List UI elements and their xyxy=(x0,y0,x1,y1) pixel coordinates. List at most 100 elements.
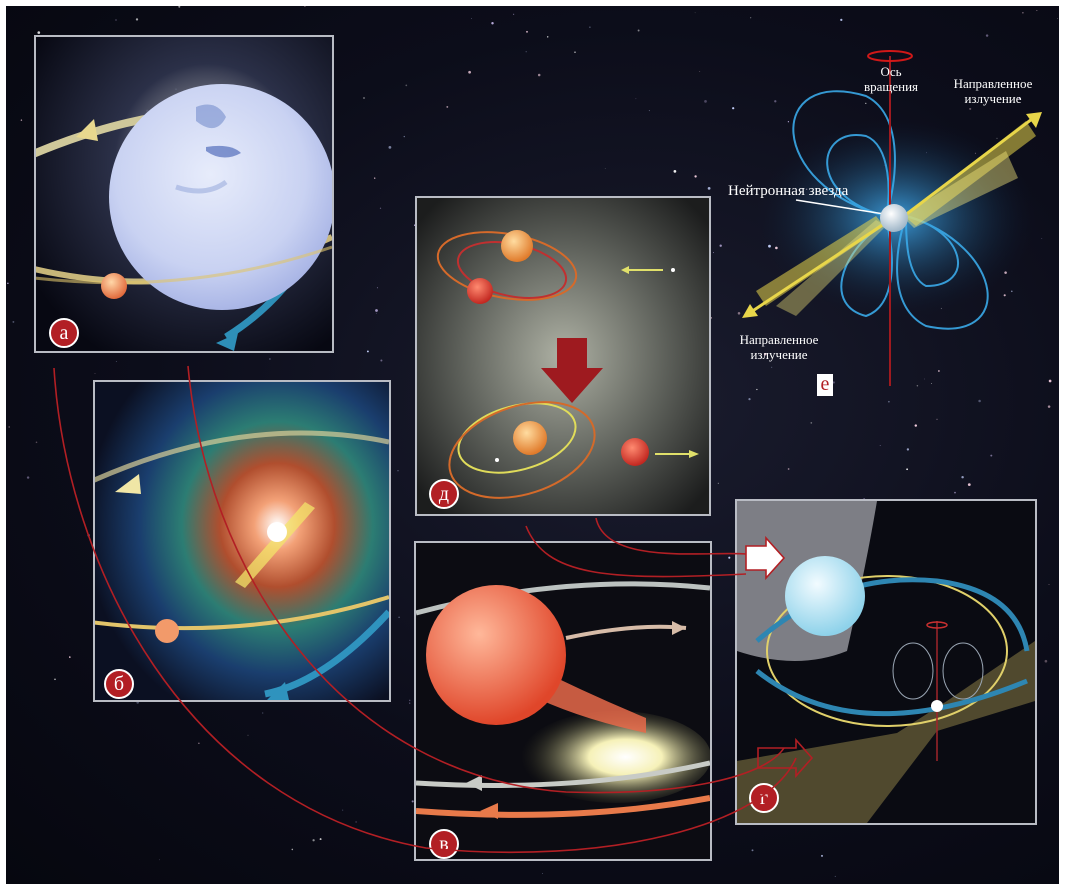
star-dot xyxy=(774,100,777,103)
star-dot xyxy=(1011,290,1013,293)
star-dot xyxy=(471,17,473,19)
star-dot xyxy=(491,22,494,25)
star-dot xyxy=(998,83,1000,86)
star-dot xyxy=(159,859,160,861)
star-dot xyxy=(178,6,181,8)
star-dot xyxy=(403,135,405,138)
star-dot xyxy=(732,107,735,110)
star-dot xyxy=(537,73,541,77)
label-beam-bottom: Направленное излучение xyxy=(739,332,819,362)
star-dot xyxy=(635,98,637,100)
star-dot xyxy=(978,399,981,403)
star-dot xyxy=(637,29,640,32)
star-dot xyxy=(648,110,650,112)
star-dot xyxy=(1003,294,1006,297)
star-dot xyxy=(1041,238,1043,239)
star-dot xyxy=(840,18,843,22)
star-dot xyxy=(985,34,989,37)
companion-star xyxy=(101,273,127,299)
star-dot xyxy=(719,244,722,247)
star-dot xyxy=(990,454,993,457)
star-dot xyxy=(304,6,306,7)
star-dot xyxy=(750,17,752,19)
star-dot xyxy=(526,30,528,33)
star-dot xyxy=(1048,379,1052,383)
panel-badge-a: а xyxy=(49,318,79,348)
star-dot xyxy=(906,448,910,451)
star-dot xyxy=(115,360,117,363)
star-dot xyxy=(1048,584,1050,585)
beam-arrow-top xyxy=(903,114,1037,218)
label-beam-top: Направленное излучение xyxy=(953,76,1033,106)
star-dot xyxy=(914,424,917,427)
star-dot xyxy=(1057,18,1058,19)
star-dot xyxy=(961,475,964,479)
star-dot xyxy=(589,26,591,28)
star-dot xyxy=(694,175,697,178)
cosmic-background: а б xyxy=(6,6,1059,884)
white-dwarf-star xyxy=(785,556,865,636)
star-dot xyxy=(707,187,711,190)
star-dot xyxy=(375,312,377,314)
star-dot xyxy=(1018,97,1021,99)
star-dot xyxy=(20,119,23,121)
star-dot xyxy=(604,168,606,169)
star-dot xyxy=(694,12,696,14)
star-dot xyxy=(879,445,881,446)
star-dot xyxy=(574,51,576,54)
star-dot xyxy=(513,13,515,15)
panel-a: а xyxy=(34,35,334,353)
star-dot xyxy=(35,441,38,444)
star-dot xyxy=(380,359,383,362)
star-dot xyxy=(388,146,392,149)
star-dot xyxy=(1022,12,1024,14)
star-dot xyxy=(704,100,707,103)
neutron-star xyxy=(880,204,908,232)
magnetic-field-lines xyxy=(792,90,989,330)
star-dot xyxy=(525,51,527,53)
star-dot xyxy=(967,483,971,486)
star-dot xyxy=(115,19,117,21)
millisecond-pulsar xyxy=(931,700,943,712)
star-dot xyxy=(713,252,714,254)
star-dot xyxy=(931,383,932,384)
star-dot xyxy=(888,400,890,403)
star-dot xyxy=(969,107,972,110)
star-dot xyxy=(375,309,378,312)
star-dot xyxy=(916,385,919,387)
star-sphere xyxy=(109,84,332,310)
star-dot xyxy=(906,468,908,471)
star-dot xyxy=(834,875,836,877)
star-dot xyxy=(924,378,925,380)
label-rotation-axis: Ось вращения xyxy=(863,64,919,94)
star-dot xyxy=(26,476,30,479)
star-dot xyxy=(763,352,767,356)
star-dot xyxy=(542,873,543,874)
star-dot xyxy=(954,491,956,494)
star-dot xyxy=(269,358,271,360)
star-dot xyxy=(362,96,366,100)
star-dot xyxy=(446,105,449,108)
star-dot xyxy=(1047,405,1051,408)
pulsar-diagram xyxy=(742,50,1042,386)
star-dot xyxy=(7,282,9,284)
star-dot xyxy=(996,137,998,140)
star-dot xyxy=(135,18,139,21)
star-dot xyxy=(12,320,15,323)
label-neutron-star: Нейтронная звезда xyxy=(728,183,849,199)
star-dot xyxy=(787,121,790,123)
star-dot xyxy=(1044,659,1048,663)
rotation-indicator-icon xyxy=(867,50,913,62)
star-dot xyxy=(379,207,382,209)
star-dot xyxy=(832,381,835,384)
star-dot xyxy=(737,312,741,315)
star-dot xyxy=(37,31,41,34)
star-dot xyxy=(865,102,867,105)
star-dot xyxy=(374,177,376,179)
star-dot xyxy=(376,287,378,289)
panel-badge-e: е xyxy=(817,374,833,396)
star-dot xyxy=(468,70,471,74)
star-dot xyxy=(938,370,940,372)
star-dot xyxy=(405,84,408,87)
star-dot xyxy=(8,426,10,428)
